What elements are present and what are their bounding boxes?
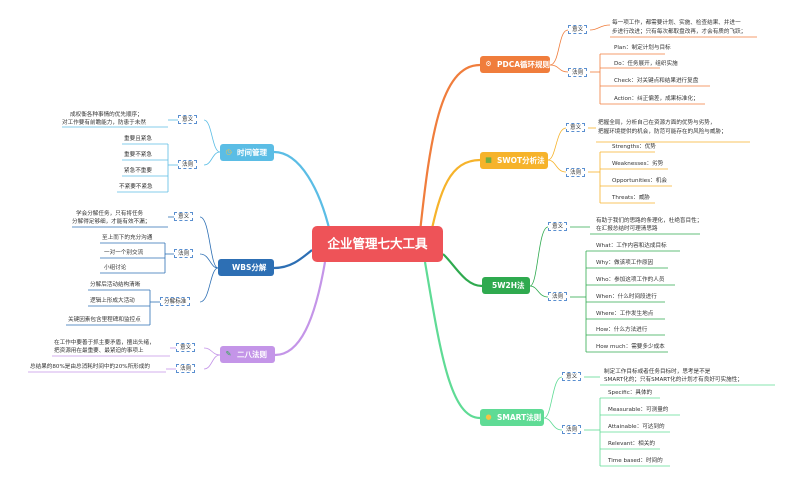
time-meaning-line-1: 成权衡各种事情的优先顺序； bbox=[70, 112, 143, 118]
topic-time[interactable]: ◷ 时间管理 bbox=[220, 144, 274, 161]
branch-line-5w2h bbox=[442, 253, 483, 288]
gear-icon: ⚙ bbox=[485, 60, 492, 68]
5w2h-meaning-line-1: 有助于我们的思路的条理化，杜绝盲目性； bbox=[596, 218, 703, 224]
topic-time-label: 时间管理 bbox=[237, 148, 267, 157]
branch-line-swot bbox=[428, 158, 481, 239]
pdca-rule-tag[interactable]: 法则 bbox=[568, 68, 588, 77]
time-meaning-line-2: 对工作要有前瞻能力，防患于未然 bbox=[62, 120, 146, 126]
clock-icon: ◷ bbox=[225, 148, 232, 156]
branch-line-smart bbox=[423, 261, 481, 420]
topic-5w2h-label: 5W2H法 bbox=[492, 281, 525, 290]
swot-rule-2: Weaknesses：劣势 bbox=[612, 161, 664, 167]
topic-smart[interactable]: ● SMART法则 bbox=[480, 409, 544, 426]
5w2h-rule-6: How：什么方法进行 bbox=[596, 327, 648, 333]
time-meaning-tag[interactable]: 意义 bbox=[178, 115, 198, 124]
time-rule-2: 重要不紧急 bbox=[124, 152, 152, 158]
wbs-rule-3: 小组讨论 bbox=[104, 265, 127, 271]
topic-swot[interactable]: ▦ SWOT分析法 bbox=[480, 152, 548, 169]
wbs-meaning-line-1: 学会分解任务，只有将任务 bbox=[76, 211, 144, 217]
swot-meaning-line-1: 把握全局，分析自己在资源方面的优势与劣势， bbox=[598, 120, 716, 126]
wbs-standard-tag[interactable]: 分解标准 bbox=[160, 297, 191, 306]
pdca-rule-4: Action：纠正偏差，成果标准化； bbox=[614, 96, 699, 102]
swot-meaning-line-2: 把握环境提供的机会，防范可能存在的风险与威胁； bbox=[598, 129, 727, 135]
wbs-rule-1: 至上而下的充分沟通 bbox=[102, 235, 153, 241]
wbs-standard-1: 分解后活动结构清晰 bbox=[90, 282, 141, 288]
wbs-rule-2: 一对一个别交流 bbox=[104, 250, 144, 256]
branch-line-time bbox=[273, 150, 332, 233]
smart-rule-3: Attainable：可达到的 bbox=[608, 424, 665, 430]
topic-wbs-label: WBS分解 bbox=[232, 263, 267, 272]
smart-rule-2: Measurable：可测量的 bbox=[608, 407, 669, 413]
5w2h-rule-3: Who：参加这项工作的人员 bbox=[596, 277, 665, 283]
swot-rule-4: Threats：威胁 bbox=[612, 195, 650, 201]
bulb-icon: ● bbox=[485, 413, 492, 421]
pdca-meaning-line-2: 步进行改进；只有每次都取盘改再，才会有质的飞跃； bbox=[612, 29, 747, 35]
5w2h-rule-2: Why：做该项工作原因 bbox=[596, 260, 654, 266]
branch-line-pareto bbox=[274, 261, 327, 357]
5w2h-rule-5: Where：工作发生地点 bbox=[596, 311, 654, 317]
5w2h-meaning-tag[interactable]: 意义 bbox=[548, 222, 568, 231]
pdca-rule-2: Do：任务展开，组织实施 bbox=[614, 61, 678, 67]
pin-icon: ✎ bbox=[225, 350, 232, 358]
wbs-meaning-tag[interactable]: 意义 bbox=[174, 212, 194, 221]
grid-icon: ▦ bbox=[485, 156, 492, 164]
swot-rule-tag[interactable]: 法则 bbox=[566, 168, 586, 177]
pdca-meaning-line-1: 每一项工作，都需要计划、实施、检查结果、并进一 bbox=[612, 20, 741, 26]
5w2h-meaning-line-2: 在汇报总结时可理清思路 bbox=[596, 226, 658, 232]
swot-rule-3: Opportunities：机会 bbox=[612, 178, 667, 184]
topic-5w2h[interactable]: 5W2H法 bbox=[482, 277, 530, 294]
5w2h-rule-4: When：什么时间段进行 bbox=[596, 294, 657, 300]
wbs-rule-tag[interactable]: 法则 bbox=[174, 249, 194, 258]
pdca-rule-3: Check：对关键点和结果进行复盘 bbox=[614, 78, 699, 84]
topic-smart-label: SMART法则 bbox=[497, 413, 542, 422]
time-rule-tag[interactable]: 法则 bbox=[178, 160, 198, 169]
smart-rule-4: Relevant：相关的 bbox=[608, 441, 655, 447]
pareto-rule-tag[interactable]: 法则 bbox=[176, 364, 196, 373]
time-rule-4: 不紧要不紧急 bbox=[119, 184, 153, 190]
smart-meaning-line-1: 制定工作目标或者任务目标时，思考是不是 bbox=[604, 369, 711, 375]
5w2h-rule-7: How much：需要多少成本 bbox=[596, 344, 665, 350]
branch-line-pdca bbox=[418, 63, 481, 233]
pdca-rule-1: Plan：制定计划与目标 bbox=[614, 45, 671, 51]
topic-pdca[interactable]: ⚙ PDCA循环规则 bbox=[480, 56, 550, 73]
topic-wbs[interactable]: WBS分解 bbox=[218, 259, 274, 276]
topic-pareto[interactable]: ✎ 二八法则 bbox=[220, 346, 275, 363]
time-rule-3: 紧急不重要 bbox=[124, 168, 152, 174]
pareto-meaning-line-1: 在工作中要善于抓主要矛盾，擅出头绪， bbox=[54, 340, 155, 346]
swot-meaning-tag[interactable]: 意义 bbox=[566, 123, 586, 132]
5w2h-rule-1: What：工作内容和达成目标 bbox=[596, 243, 667, 249]
branch-line-wbs bbox=[273, 249, 313, 270]
wbs-standard-2: 逻辑上形成大活动 bbox=[90, 298, 135, 304]
pareto-rule-1: 总结果的80%是由总消耗时间中的20%所形成的 bbox=[30, 364, 150, 370]
wbs-meaning-line-2: 分解得足够细，才能有效不漏； bbox=[72, 219, 151, 225]
central-topic[interactable]: 企业管理七大工具 bbox=[312, 226, 443, 262]
pareto-meaning-line-2: 把资源用在最重要、最紧迫的事项上 bbox=[54, 348, 144, 354]
pdca-meaning-tag[interactable]: 意义 bbox=[568, 25, 588, 34]
swot-rule-1: Strengths：优势 bbox=[612, 144, 656, 150]
time-rule-1: 重要且紧急 bbox=[124, 136, 152, 142]
wbs-standard-3: 关键因素包含里程碑和监控点 bbox=[68, 317, 141, 323]
smart-rule-5: Time based：时间的 bbox=[608, 458, 663, 464]
topic-pareto-label: 二八法则 bbox=[237, 350, 267, 359]
topic-pdca-label: PDCA循环规则 bbox=[497, 60, 551, 69]
smart-rule-1: Specific：具体的 bbox=[608, 390, 653, 396]
smart-rule-tag[interactable]: 法则 bbox=[562, 425, 582, 434]
pareto-meaning-tag[interactable]: 意义 bbox=[176, 343, 196, 352]
5w2h-rule-tag[interactable]: 法则 bbox=[548, 292, 568, 301]
topic-swot-label: SWOT分析法 bbox=[497, 156, 545, 165]
smart-meaning-line-2: SMART化的；只有SMART化的计划才有良好可实施性； bbox=[604, 377, 743, 383]
smart-meaning-tag[interactable]: 意义 bbox=[562, 372, 582, 381]
